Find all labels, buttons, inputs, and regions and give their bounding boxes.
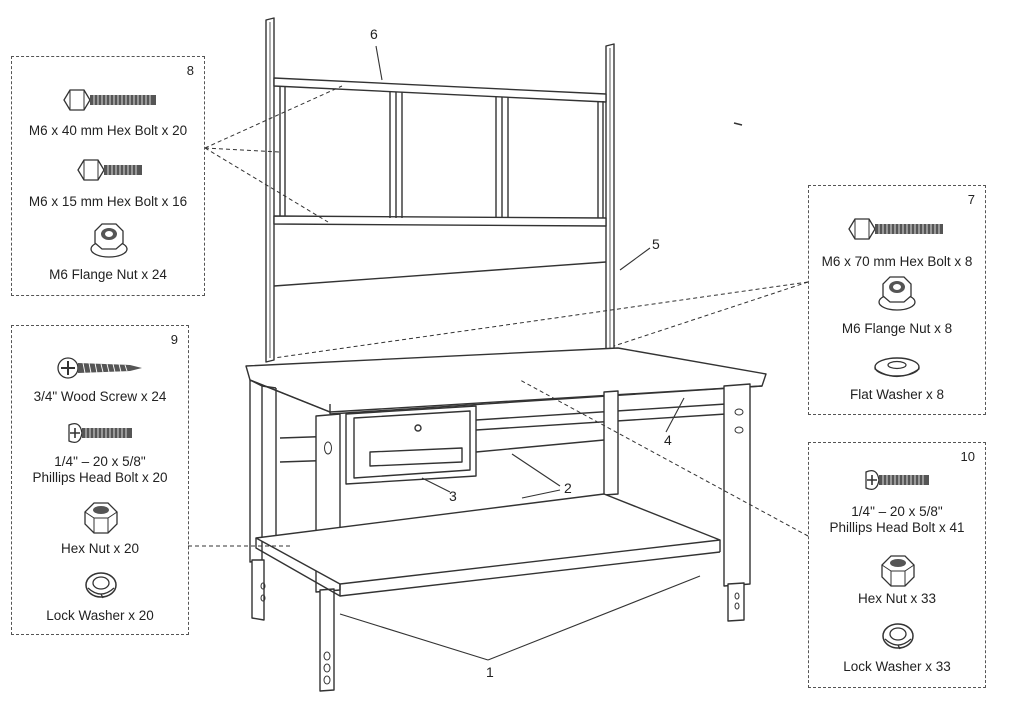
hex-nut-icon [881, 555, 915, 587]
top-frame [273, 77, 607, 287]
hex-bolt-icon [848, 218, 943, 240]
wood-screw-icon [57, 357, 142, 379]
box-number: 10 [960, 449, 975, 464]
phillips-bolt-icon [68, 422, 132, 444]
part-label: 1/4" – 20 x 5/8" [54, 454, 146, 469]
callout-4: 4 [664, 432, 672, 448]
hardware-box-9: 9 3/4" Wood Screw x 24 1/4" – 20 x 5/8" … [11, 325, 189, 635]
part-label: M6 x 15 mm Hex Bolt x 16 [28, 194, 188, 209]
part-label: M6 Flange Nut x 24 [49, 267, 167, 282]
drawer [345, 405, 477, 485]
part-label-line2: Phillips Head Bolt x 20 [32, 470, 168, 485]
leader-lines [188, 85, 809, 547]
callout-2: 2 [564, 480, 572, 496]
hex-bolt-icon [63, 89, 156, 111]
part-label: M6 Flange Nut x 8 [841, 321, 953, 336]
part-label: Hex Nut x 20 [60, 541, 140, 556]
flange-nut-icon [90, 223, 128, 258]
box-number: 9 [170, 332, 178, 347]
phillips-bolt-icon [865, 469, 929, 491]
part-label: Flat Washer x 8 [849, 387, 945, 402]
flat-washer-icon [874, 357, 920, 378]
leg-holes [260, 408, 744, 685]
callout-1: 1 [486, 664, 494, 680]
bottom-shelf [255, 493, 721, 597]
flange-nut-icon [878, 276, 916, 311]
lock-washer-icon [85, 572, 117, 599]
hardware-box-10: 10 1/4" – 20 x 5/8" Phillips Head Bolt x… [808, 442, 986, 688]
box-number: 8 [186, 63, 194, 78]
upright-left [265, 17, 275, 363]
lock-washer-icon [882, 623, 914, 650]
hardware-box-7: 7 M6 x 70 mm Hex Bolt x 8 M6 Flange Nut … [808, 185, 986, 415]
hex-nut-icon [84, 502, 118, 534]
upright-right [605, 43, 615, 353]
callout-lines [339, 45, 701, 661]
box-number: 7 [967, 192, 975, 207]
hardware-box-8: 8 M6 x 40 mm Hex Bolt x 20 M6 x 15 mm He… [11, 56, 205, 296]
part-label: Lock Washer x 33 [843, 659, 951, 674]
part-label: Hex Nut x 33 [857, 591, 937, 606]
part-label-line2: Phillips Head Bolt x 41 [829, 520, 965, 535]
part-label: M6 x 40 mm Hex Bolt x 20 [28, 123, 188, 138]
callout-3: 3 [449, 488, 457, 504]
bench-top [245, 347, 767, 415]
callout-5: 5 [652, 236, 660, 252]
hex-bolt-icon [77, 159, 142, 181]
part-label: 1/4" – 20 x 5/8" [851, 504, 943, 519]
part-label: M6 x 70 mm Hex Bolt x 8 [821, 254, 973, 269]
callout-6: 6 [370, 26, 378, 42]
part-label: Lock Washer x 20 [46, 608, 154, 623]
part-label: 3/4" Wood Screw x 24 [33, 389, 167, 404]
